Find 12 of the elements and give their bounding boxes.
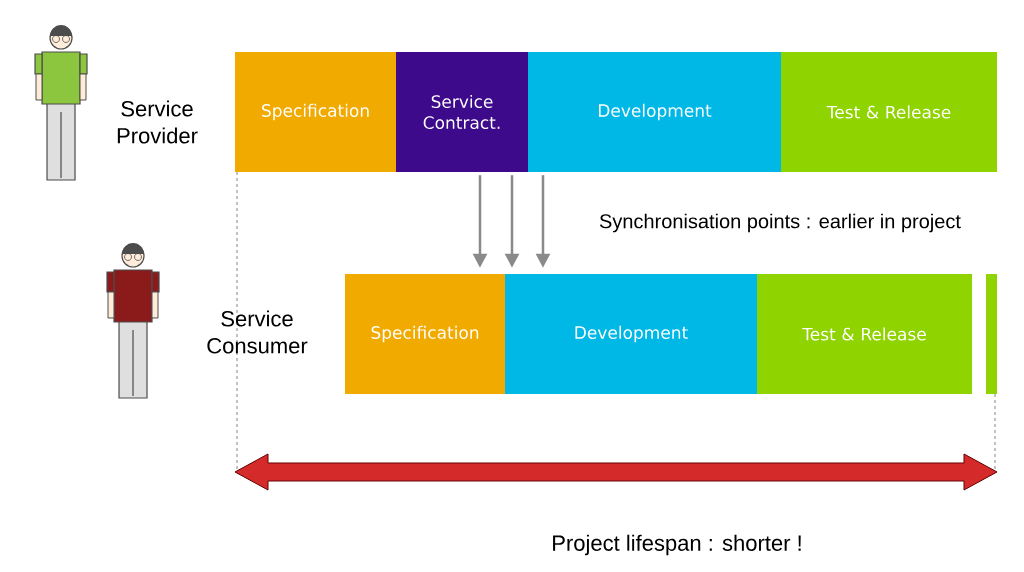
phase-box: Specification bbox=[345, 274, 505, 394]
phase-bar bbox=[986, 274, 997, 394]
phase-box: Test & Release bbox=[757, 274, 972, 394]
row-label: Service Consumer bbox=[207, 310, 308, 354]
phase-box: Service Contract. bbox=[396, 52, 528, 172]
phase-box: Development bbox=[505, 274, 757, 394]
phase-box: Specification bbox=[235, 52, 396, 172]
caption-text: Project lifespan : shorter ! bbox=[553, 534, 801, 556]
phase-box: Development bbox=[528, 52, 781, 172]
row-label: Service Provider bbox=[117, 100, 198, 144]
caption-text: Synchronisation points : earlier in project bbox=[599, 213, 961, 233]
phase-box: Test & Release bbox=[781, 52, 997, 172]
